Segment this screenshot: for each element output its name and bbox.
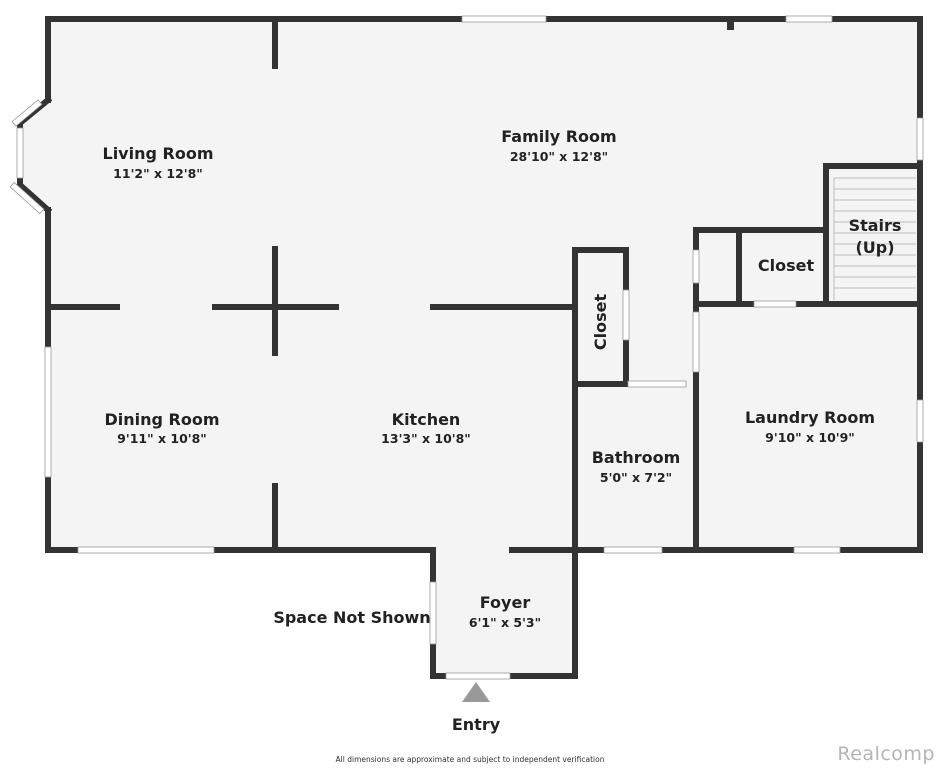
window-left-dining bbox=[44, 346, 52, 478]
foyer-label: Foyer bbox=[480, 593, 531, 612]
laundry-room-dimensions: 9'10" x 10'9" bbox=[765, 430, 855, 445]
window-laundry-left bbox=[692, 311, 700, 373]
living-room-label: Living Room bbox=[103, 144, 214, 163]
window-closet-upper bbox=[692, 249, 700, 284]
laundry-room-label: Laundry Room bbox=[745, 408, 875, 427]
window-bottom-dining bbox=[77, 546, 215, 554]
window-bay-side-upper bbox=[11, 99, 43, 127]
entry-label: Entry bbox=[452, 715, 501, 734]
kitchen-label: Kitchen bbox=[392, 410, 461, 429]
brand-watermark: Realcomp bbox=[837, 743, 935, 765]
entry-arrow-icon bbox=[462, 682, 490, 702]
family-room-dimensions: 28'10" x 12'8" bbox=[510, 149, 608, 164]
dimensions-disclaimer: All dimensions are approximate and subje… bbox=[336, 755, 605, 764]
window-top-left bbox=[461, 15, 547, 23]
window-closet-vertical bbox=[622, 289, 630, 341]
wall-fixture bbox=[727, 22, 734, 30]
dining-room-dimensions: 9'11" x 10'8" bbox=[117, 431, 207, 446]
window-bath-top bbox=[627, 380, 687, 388]
bathroom-dimensions: 5'0" x 7'2" bbox=[600, 470, 672, 485]
closet-upper-label: Closet bbox=[758, 256, 815, 275]
window-bottom-laundry bbox=[793, 546, 841, 554]
bathroom-label: Bathroom bbox=[592, 448, 681, 467]
window-foyer-left bbox=[429, 581, 437, 645]
window-right-lower bbox=[916, 399, 924, 443]
kitchen-dimensions: 13'3" x 10'8" bbox=[381, 431, 471, 446]
foyer-dimensions: 6'1" x 5'3" bbox=[469, 615, 541, 630]
family-room-label: Family Room bbox=[501, 127, 616, 146]
window-bay-front bbox=[16, 127, 24, 179]
window-closet-bottom bbox=[753, 300, 797, 308]
stair-treads bbox=[833, 177, 916, 300]
window-right-upper bbox=[916, 117, 924, 161]
dining-room-label: Dining Room bbox=[104, 410, 219, 429]
space-not-shown-label: Space Not Shown bbox=[273, 608, 430, 627]
window-top-right bbox=[785, 15, 833, 23]
window-bay-side-lower bbox=[9, 181, 45, 215]
living-room-dimensions: 11'2" x 12'8" bbox=[113, 166, 203, 181]
windows bbox=[9, 15, 924, 680]
window-bottom-bath bbox=[603, 546, 663, 554]
closet-vertical-label: Closet bbox=[591, 294, 610, 351]
stairs-direction-label: (Up) bbox=[855, 238, 894, 257]
floor-area bbox=[20, 19, 920, 676]
stairs-label: Stairs bbox=[849, 216, 902, 235]
window-foyer-bottom bbox=[445, 672, 511, 680]
